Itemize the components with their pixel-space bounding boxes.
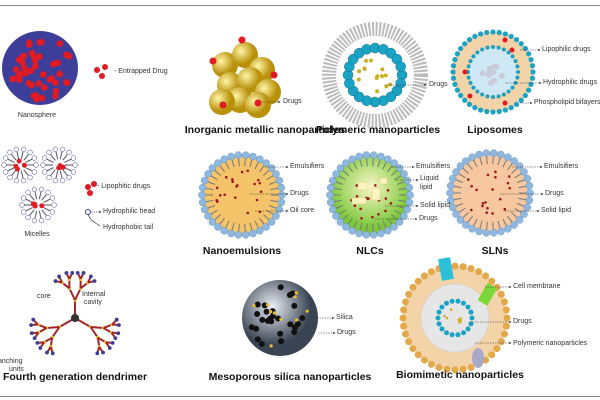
nlc-label-liquid: Liquid [420, 175, 439, 182]
polymeric-drugs-label: Drugs [429, 81, 448, 88]
liposome-particle [450, 29, 542, 115]
polymeric-particle [322, 22, 428, 128]
drug-icon [254, 99, 262, 107]
drug-icon [85, 184, 91, 190]
drug-icon [94, 67, 100, 73]
biomimetic-label-polymeric: Polymeric nanoparticles [513, 340, 588, 347]
drug-icon [509, 47, 515, 53]
entrapped-drug-legend: - Entrapped Drug [114, 68, 168, 75]
drug-icon [462, 69, 468, 75]
nlc-label-lipid: lipid [420, 184, 433, 191]
drug-icon [102, 64, 108, 70]
dendrimer-core [71, 314, 79, 322]
dendrimer [29, 271, 121, 356]
micelles-caption: Micelles [24, 231, 50, 238]
bottom-divider [0, 396, 600, 397]
nlc-label-emulsifiers: Emulsifiers [416, 163, 451, 170]
biomimetic-title: Biomimetic nanoparticles [396, 369, 524, 381]
dendrimer-branching-label-1: Branching [0, 358, 23, 365]
sln-label-emulsifiers: Emulsifiers [544, 163, 579, 170]
dendrimer-core-label: core [37, 293, 51, 300]
micelles [1, 146, 102, 227]
liposome-label-bilayers: Phospholipid bifayers [534, 99, 600, 106]
micelles-legend: - Lipophitic drugs [97, 183, 151, 190]
drug-icon [99, 73, 105, 79]
nlc-particle [326, 151, 419, 239]
sln-label-solid-lipid: Solid lipid [541, 207, 571, 214]
dendrimer-title: Fourth generation dendrimer [2, 371, 148, 383]
top-divider [0, 5, 600, 6]
nanosphere-caption: Nanosphere [17, 112, 57, 119]
inorganic-drugs-label: Drugs [283, 98, 302, 105]
hydrophilic-head-label: Hydrophilic head [103, 208, 156, 215]
drug-icon [502, 100, 508, 106]
liposome-label-lipophilic: Lipophilic drugs [542, 46, 591, 53]
nanoemulsions-title: Nanoemulsions [202, 245, 282, 257]
drug-icon [209, 57, 217, 65]
membrane-protein [438, 257, 454, 281]
nlc-label-drugs: Drugs [419, 215, 438, 222]
sln-label-drugs: Drugs [545, 190, 564, 197]
drug-icon [502, 37, 508, 43]
silica-particle [242, 280, 336, 356]
nlcs-title: NLCs [356, 245, 384, 257]
silica-label-drugs: Drugs [337, 329, 356, 336]
hydrophobic-tail-label: Hydrophobic tail [103, 224, 154, 231]
hydrophilic-head-icon [85, 209, 91, 215]
drug-icon [219, 101, 227, 109]
nanoemulsion-label-oil-core: Oil core [290, 207, 315, 214]
drug-icon [270, 71, 278, 79]
inorganic-title: Inorganic metallic nanoparticles [184, 124, 346, 136]
silica-label-silica: Silica [336, 314, 353, 321]
inorganic-cluster [209, 36, 281, 118]
hydrophobic-tail-icon [87, 213, 101, 227]
biomimetic-particle [399, 257, 512, 374]
drug-icon [91, 181, 97, 187]
biomimetic-label-cell-membrane: Cell membrane [513, 283, 561, 290]
nanoemulsion-label-emulsifiers: Emulsifiers [290, 163, 325, 170]
nlc-label-solid-lipid: Solid lipid [420, 202, 450, 209]
nanoemulsion-particle [198, 151, 289, 239]
biomimetic-label-drugs: Drugs [513, 318, 532, 325]
liposome-label-hydrophilic: Hydrophilic drugs [543, 79, 598, 86]
membrane-protein [472, 348, 484, 368]
drug-icon [467, 93, 473, 99]
liposomes-title: Liposomes [467, 124, 523, 136]
nanosphere-particle [2, 31, 108, 105]
sln-particle [446, 149, 544, 237]
silica-title: Mesoporous silica nanoparticles [208, 371, 372, 383]
slns-title: SLNs [481, 245, 509, 257]
nanoemulsion-label-drugs: Drugs [290, 190, 309, 197]
dendrimer-cavity-label-2: cavity [84, 299, 102, 306]
drug-icon [87, 190, 93, 196]
membrane-protein [477, 282, 498, 306]
drug-icon [238, 36, 246, 44]
dendrimer-branching-label-2: units [9, 366, 24, 373]
polymeric-title: Polymeric manoparticles [315, 124, 441, 136]
dendrimer-cavity-label-1: Internal [82, 291, 106, 298]
